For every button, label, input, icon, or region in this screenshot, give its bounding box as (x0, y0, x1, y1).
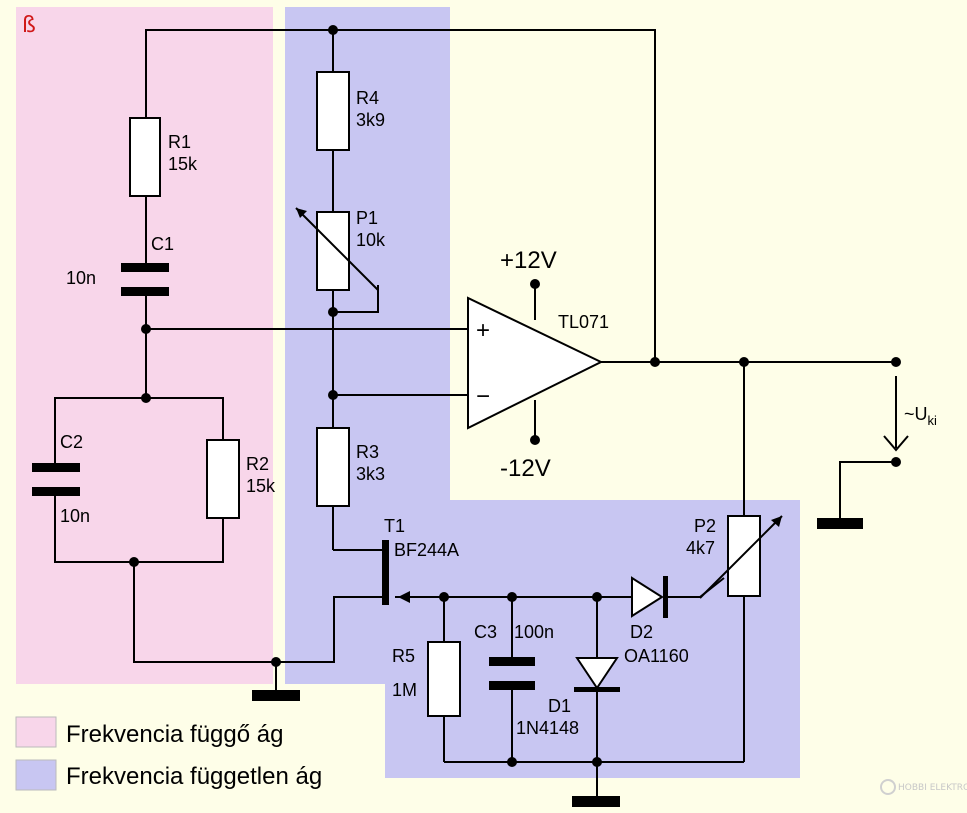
c1-name: C1 (151, 234, 174, 254)
jfet-t1-symbol (382, 540, 410, 605)
r2-value: 15k (246, 476, 276, 496)
resistor-r4 (316, 71, 350, 151)
p1-name: P1 (356, 208, 378, 228)
c3-name: C3 (474, 622, 497, 642)
resistor-r3 (316, 427, 350, 507)
p1-value: 10k (356, 230, 386, 250)
opamp-plus-sign: + (476, 317, 490, 344)
capacitor-c3-plate (489, 681, 535, 690)
junction-dots (129, 25, 901, 767)
capacitor-c2 (32, 463, 80, 472)
d1-name: D1 (548, 696, 571, 716)
c2-value: 10n (60, 506, 90, 526)
region-frequency-independent (285, 7, 800, 778)
potentiometer-p2 (727, 515, 761, 597)
opamp-tl071 (467, 296, 604, 430)
resistor-r5 (427, 641, 461, 717)
legend-label-independent: Frekvencia független ág (66, 763, 322, 790)
legend-swatch-independent (15, 759, 57, 791)
legend-label-dependent: Frekvencia függő ág (66, 721, 283, 748)
d2-name: D2 (630, 622, 653, 642)
legend-swatch-dependent (15, 716, 57, 748)
capacitor-c1 (121, 263, 169, 272)
ground-symbol-bottom (572, 796, 620, 807)
d1-value: 1N4148 (516, 718, 579, 738)
output-label: ~Uki (904, 404, 937, 428)
resistor-r2 (206, 439, 240, 519)
watermark-logo: HOBBI ELEKTRONIKA (880, 779, 967, 795)
p2-name: P2 (694, 516, 716, 536)
p2-value: 4k7 (686, 538, 715, 558)
r5-value: 1M (392, 680, 417, 700)
capacitor-c2-plate (32, 487, 80, 496)
c3-value: 100n (514, 622, 554, 642)
p2-adjust-arrow-icon (699, 515, 783, 599)
r1-name: R1 (168, 132, 191, 152)
watermark-text: HOBBI ELEKTRONIKA (898, 783, 967, 793)
c2-name: C2 (60, 432, 83, 452)
supply-negative-label: -12V (500, 455, 551, 482)
diode-d1-symbol (574, 657, 620, 692)
ground-symbol-left (252, 690, 300, 701)
r3-name: R3 (356, 442, 379, 462)
ground-symbol-output (817, 518, 863, 529)
supply-positive-label: +12V (500, 247, 557, 274)
output-label-subscript: ki (928, 413, 938, 428)
beta-label: ß (22, 13, 36, 38)
r1-value: 15k (168, 154, 198, 174)
r3-value: 3k3 (356, 464, 385, 484)
resistor-r1 (129, 117, 161, 197)
capacitor-c3 (489, 657, 535, 666)
capacitor-c1-plate (121, 287, 169, 296)
d2-value: OA1160 (624, 646, 689, 666)
r2-name: R2 (246, 454, 269, 474)
potentiometer-p1 (316, 211, 350, 291)
r4-value: 3k9 (356, 110, 385, 130)
diode-d2-symbol (631, 576, 668, 618)
c1-value: 10n (66, 268, 96, 288)
output-label-main: ~U (904, 404, 928, 424)
r4-name: R4 (356, 88, 379, 108)
r5-name: R5 (392, 646, 415, 666)
opamp-label: TL071 (558, 312, 609, 332)
region-frequency-dependent (16, 7, 273, 684)
p1-adjust-arrow-icon (295, 207, 379, 291)
t1-name: T1 (384, 516, 405, 536)
opamp-minus-sign: − (476, 383, 490, 410)
t1-value: BF244A (394, 540, 459, 560)
